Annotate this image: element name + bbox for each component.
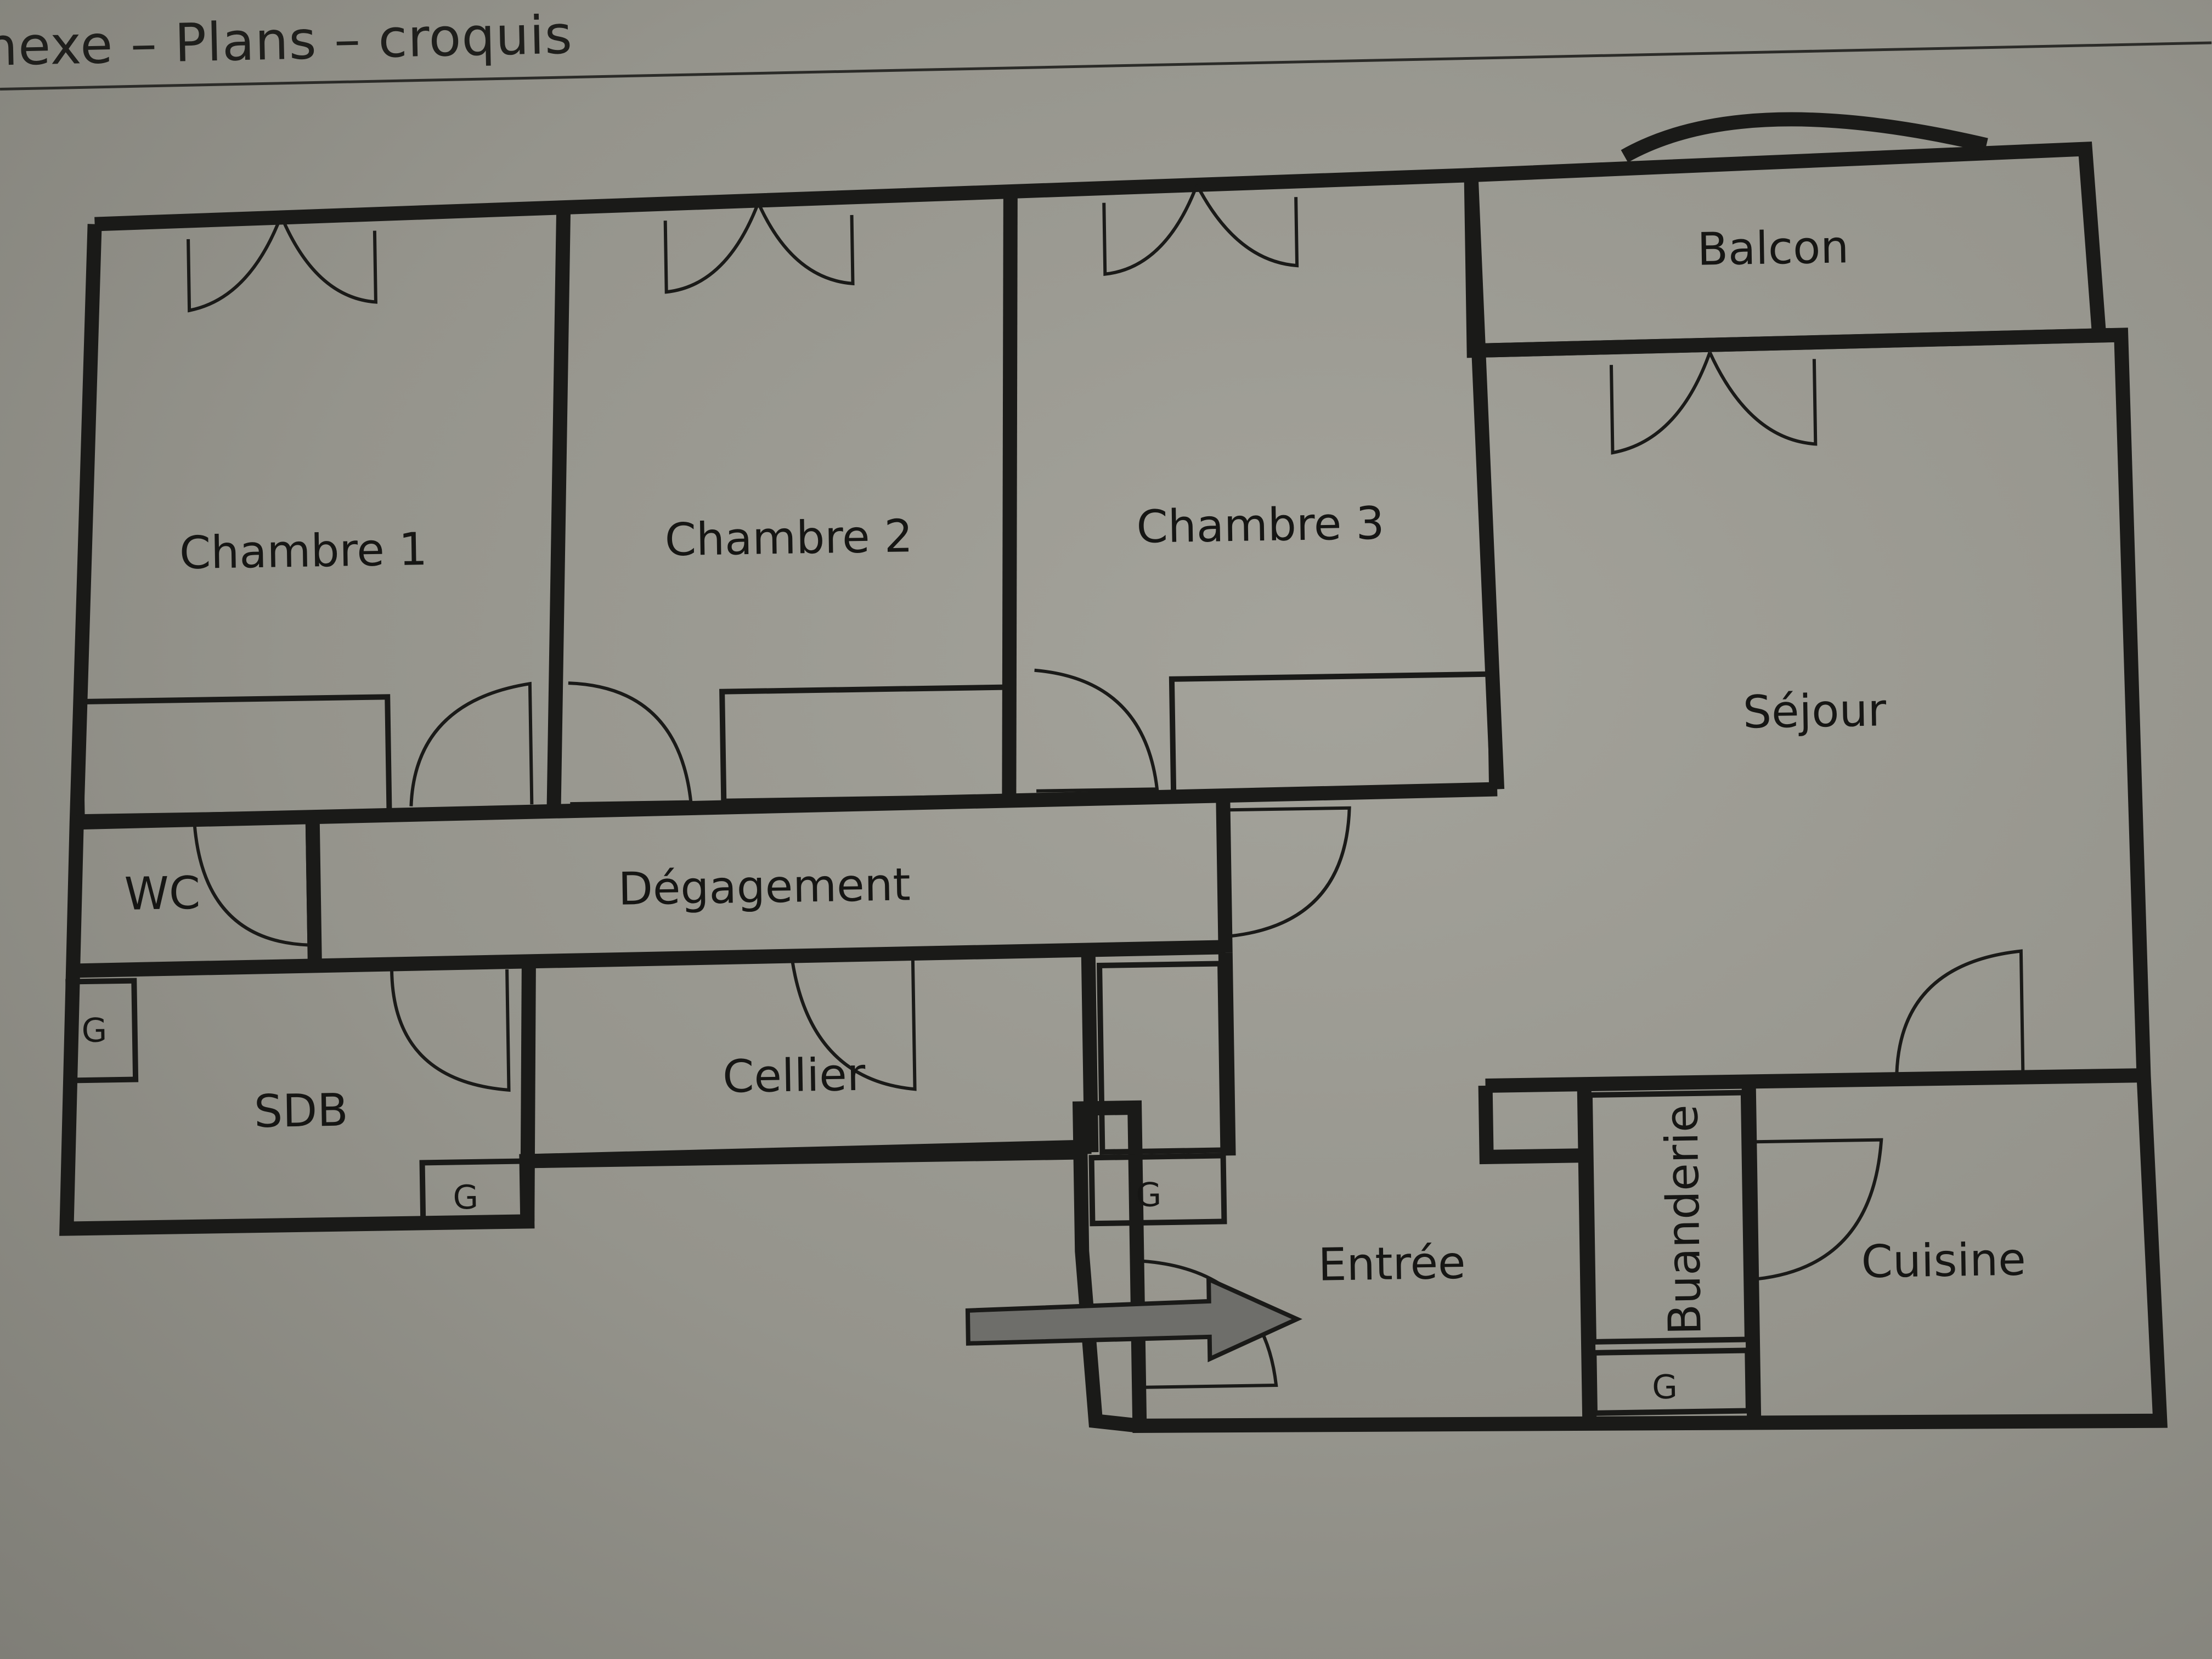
closet-labels: G G G G	[81, 1011, 1678, 1407]
closet-entree	[1088, 1153, 1227, 1227]
entree-cupboard	[1097, 961, 1226, 1155]
balcon-bay	[1621, 112, 1988, 163]
french-windows	[187, 184, 1818, 455]
wardrobes	[77, 671, 1495, 820]
label-sejour: Séjour	[1742, 684, 1887, 738]
label-chambre-2: Chambre 2	[664, 510, 913, 566]
label-cellier: Cellier	[722, 1049, 866, 1103]
arrow-right-icon	[965, 1276, 1302, 1363]
label-chambre-3: Chambre 3	[1136, 498, 1385, 554]
label-chambre-1: Chambre 1	[179, 523, 427, 579]
buanderie-box	[1587, 1090, 1751, 1345]
g-label-buanderie: G	[1652, 1368, 1678, 1407]
interior-doors	[193, 668, 2025, 1389]
storage-boxes	[65, 961, 1752, 1416]
closet-buanderie	[1591, 1347, 1752, 1416]
label-buanderie: Buanderie	[1656, 1104, 1712, 1335]
g-label-sdb-left: G	[81, 1011, 108, 1050]
label-wc: WC	[124, 867, 201, 921]
label-balcon: Balcon	[1697, 221, 1849, 275]
label-sdb: SDB	[253, 1085, 348, 1138]
closet-sdb-left	[65, 978, 139, 1084]
label-cuisine: Cuisine	[1861, 1234, 2026, 1289]
interior-walls	[76, 174, 2144, 1425]
label-entree: Entrée	[1318, 1237, 1466, 1291]
g-label-entree: G	[1136, 1176, 1162, 1215]
label-degagement: Dégagement	[618, 859, 911, 915]
closet-sdb-bottom	[419, 1158, 531, 1226]
room-labels: Chambre 1 Chambre 2 Chambre 3 Balcon Séj…	[124, 221, 2026, 1335]
g-label-sdb-bottom: G	[453, 1178, 479, 1217]
